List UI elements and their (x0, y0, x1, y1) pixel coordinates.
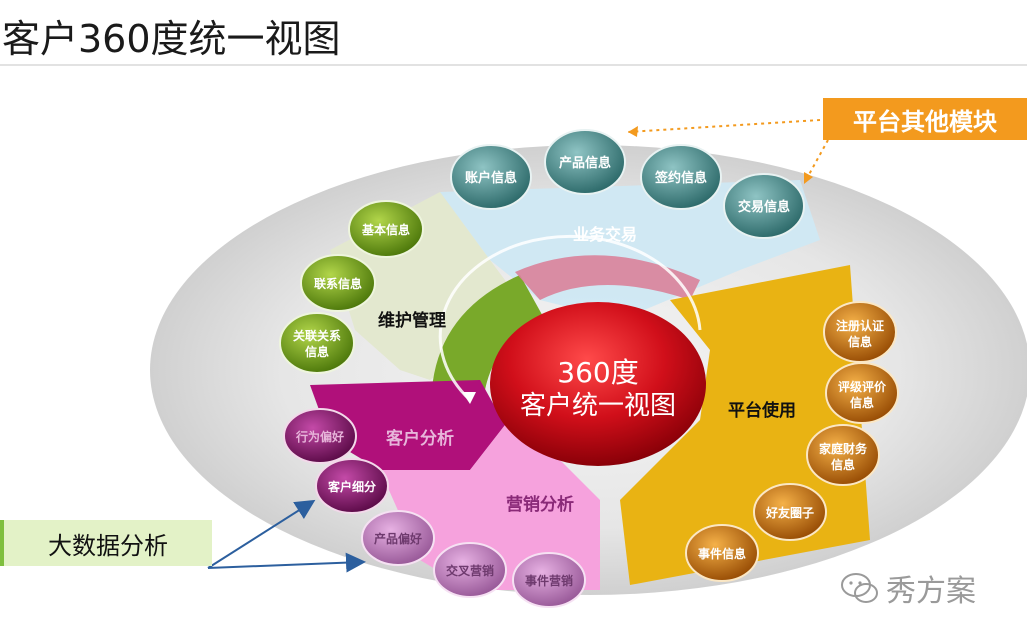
svg-text:行为偏好: 行为偏好 (295, 429, 344, 444)
svg-text:信息: 信息 (305, 344, 329, 359)
callout-arrowhead-top (628, 126, 638, 137)
bigdata-arrow-up (207, 499, 316, 569)
sector-marketing (380, 425, 600, 590)
sector-analysis (310, 380, 505, 470)
node-register: 注册认证 信息 (823, 301, 897, 363)
callout-big-data: 大数据分析 (0, 520, 212, 566)
node-cross-sell: 交叉营销 (433, 542, 507, 598)
node-family: 家庭财务 信息 (806, 424, 880, 486)
node-friends: 好友圈子 (753, 483, 827, 541)
svg-text:账户信息: 账户信息 (465, 170, 517, 186)
callout-platform-other: 平台其他模块 (823, 98, 1027, 140)
svg-text:事件营销: 事件营销 (525, 573, 573, 588)
node-event-marketing: 事件营销 (512, 552, 586, 608)
center-circle (490, 302, 706, 466)
title-divider (0, 64, 1027, 66)
node-behavior: 行为偏好 (283, 408, 357, 464)
svg-text:好友圈子: 好友圈子 (765, 505, 814, 520)
svg-text:注册认证: 注册认证 (836, 318, 884, 333)
svg-text:信息: 信息 (848, 334, 872, 349)
node-contract: 签约信息 (640, 144, 722, 210)
svg-text:事件信息: 事件信息 (698, 546, 746, 561)
svg-text:联系信息: 联系信息 (314, 276, 362, 291)
svg-text:客户细分: 客户细分 (327, 479, 376, 494)
node-product-pref: 产品偏好 (361, 510, 435, 566)
sector-label-maintenance: 维护管理 (378, 310, 446, 331)
svg-text:信息: 信息 (831, 457, 855, 472)
svg-text:交叉营销: 交叉营销 (446, 563, 494, 578)
callout-arrowhead-down (804, 172, 813, 184)
node-segment: 客户细分 (315, 458, 389, 514)
sector-label-marketing: 营销分析 (506, 494, 574, 515)
svg-text:评级评价: 评级评价 (838, 379, 887, 394)
svg-text:签约信息: 签约信息 (654, 170, 707, 186)
callout-arrow-top (627, 119, 821, 133)
node-relation: 关联关系 信息 (279, 312, 355, 374)
sector-business-ring (515, 255, 700, 300)
node-transaction: 交易信息 (723, 173, 805, 239)
sector-maintenance-green (432, 275, 545, 390)
watermark: 秀方案 (840, 566, 976, 610)
callout-arrow-down (805, 139, 829, 181)
node-rating: 评级评价 信息 (825, 362, 899, 424)
watermark-text: 秀方案 (886, 574, 976, 609)
svg-text:关联关系: 关联关系 (293, 328, 341, 343)
svg-text:产品信息: 产品信息 (559, 155, 611, 171)
node-events: 事件信息 (685, 524, 759, 582)
node-product: 产品信息 (544, 129, 626, 195)
svg-text:产品偏好: 产品偏好 (374, 531, 422, 546)
wechat-icon (841, 573, 878, 603)
center-line1: 360度 (557, 356, 638, 389)
node-basic: 基本信息 (348, 200, 424, 258)
rotation-ring (438, 234, 702, 402)
sector-label-analysis: 客户分析 (385, 428, 454, 449)
sector-label-business: 业务交易 (573, 225, 637, 244)
svg-text:信息: 信息 (850, 395, 874, 410)
center-line2: 客户统一视图 (520, 391, 676, 421)
rotation-arrowhead (462, 392, 476, 404)
svg-text:基本信息: 基本信息 (361, 222, 410, 237)
svg-text:交易信息: 交易信息 (738, 199, 790, 215)
page-title: 客户360度统一视图 (2, 17, 341, 61)
node-contact: 联系信息 (300, 254, 376, 312)
node-account: 账户信息 (450, 144, 532, 210)
svg-text:家庭财务: 家庭财务 (819, 441, 868, 456)
bigdata-arrow-right (207, 552, 366, 573)
sector-label-platform: 平台使用 (728, 400, 796, 421)
